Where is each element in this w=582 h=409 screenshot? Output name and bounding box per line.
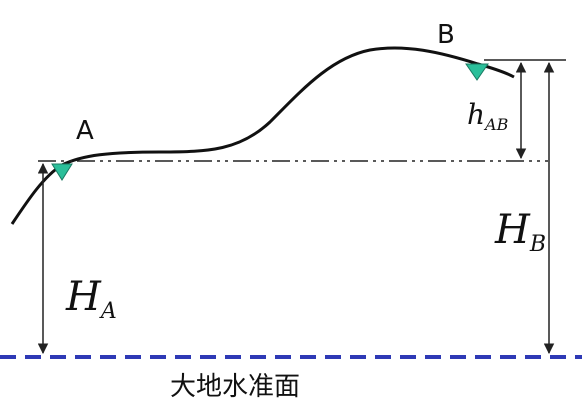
point-b-label: B (437, 20, 455, 50)
triangle-marker-icon (465, 63, 489, 81)
height-a-main: H (65, 274, 102, 320)
height-diff-label: hAB (467, 98, 509, 134)
height-a-sub: A (99, 299, 117, 324)
height-a-label: HA (65, 274, 117, 324)
datum-label: 大地水准面 (170, 372, 300, 402)
height-diff-main: h (467, 98, 485, 131)
triangle-marker-icon (51, 163, 73, 181)
height-b-sub: B (529, 232, 546, 257)
height-b-label: HB (494, 207, 546, 257)
height-b-main: H (494, 207, 531, 253)
height-diff-sub: AB (483, 115, 509, 134)
point-a-label: A (76, 116, 94, 146)
